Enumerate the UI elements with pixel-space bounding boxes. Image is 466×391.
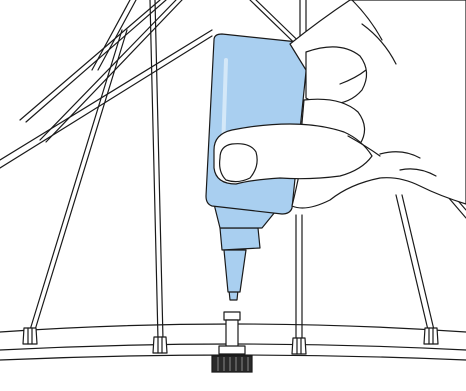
- valve-icon: [212, 312, 252, 372]
